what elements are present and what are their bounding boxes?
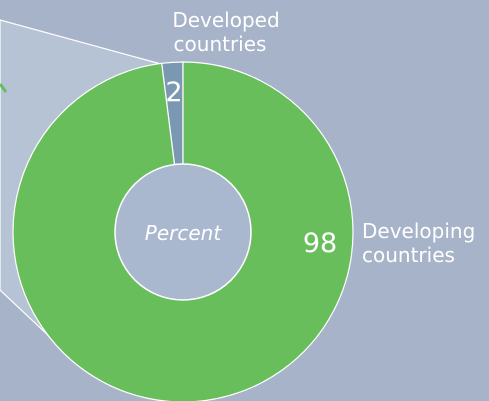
category-label-developed-line1: Developed [172,8,279,32]
category-label-developing-line2: countries [362,243,455,267]
slice-developing [12,61,354,401]
category-label-developing-line1: Developing [362,219,475,243]
value-label-developed: 2 [165,77,182,108]
category-label-developed-line2: countries [174,32,267,56]
callout-edge-mark [0,83,8,93]
value-label-developing: 98 [303,228,337,259]
center-label: Percent [145,221,223,245]
center-hole [114,163,252,301]
